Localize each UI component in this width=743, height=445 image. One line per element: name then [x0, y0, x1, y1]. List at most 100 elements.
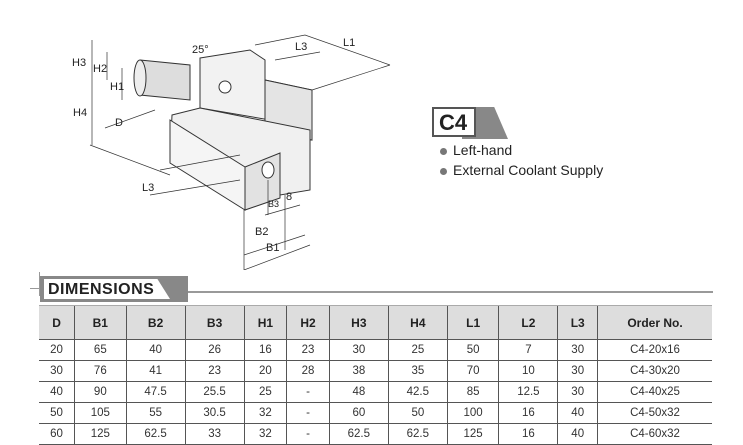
table-cell: 40 [39, 381, 75, 403]
table-cell: 16 [498, 423, 558, 445]
feature-item: Left-hand [440, 142, 512, 158]
divider [30, 288, 40, 289]
product-code: C4 [432, 107, 476, 137]
bullet-icon [440, 147, 447, 155]
table-cell: 42.5 [387, 381, 448, 403]
label-angle: 25° [192, 44, 209, 56]
table-cell: 65 [74, 339, 127, 361]
table-cell: - [286, 423, 330, 445]
table-cell: 10 [498, 360, 558, 382]
label-b2: B2 [255, 226, 268, 238]
table-cell: 105 [74, 402, 127, 424]
table-cell: 16 [243, 339, 287, 361]
divider [39, 272, 40, 296]
table-cell: 50 [446, 339, 499, 361]
table-cell: 33 [184, 423, 245, 445]
table-cell: 30 [557, 381, 598, 403]
table-cell: 12.5 [498, 381, 558, 403]
table-cell: 26 [184, 339, 245, 361]
label-b1: B1 [266, 242, 279, 254]
table-cell: 38 [328, 360, 389, 382]
column-header: H2 [286, 305, 330, 340]
table-cell: 62.5 [328, 423, 389, 445]
column-header: H3 [328, 305, 389, 340]
table-cell: 41 [125, 360, 186, 382]
column-header: H1 [243, 305, 287, 340]
column-header: L1 [446, 305, 499, 340]
label-d: D [115, 117, 123, 129]
table-cell: 70 [446, 360, 499, 382]
table-cell: 32 [243, 423, 287, 445]
table-cell: 25.5 [184, 381, 245, 403]
bullet-icon [440, 167, 447, 175]
label-8: 8 [286, 191, 292, 203]
table-cell: 16 [498, 402, 558, 424]
table-cell: C4-40x25 [597, 381, 712, 403]
label-h3: H3 [72, 57, 86, 69]
table-cell: 76 [74, 360, 127, 382]
product-code-badge: C4 [432, 107, 508, 139]
table-cell: 30.5 [184, 402, 245, 424]
column-header: B2 [125, 305, 186, 340]
table-cell: 62.5 [125, 423, 186, 445]
table-cell: 23 [286, 339, 330, 361]
table-cell: 48 [328, 381, 389, 403]
label-h2: H2 [93, 63, 107, 75]
table-cell: 50 [39, 402, 75, 424]
feature-text: External Coolant Supply [453, 162, 604, 178]
table-cell: 20 [39, 339, 75, 361]
label-h1: H1 [110, 81, 124, 93]
table-cell: 100 [446, 402, 499, 424]
table-cell: 25 [243, 381, 287, 403]
table-cell: 60 [328, 402, 389, 424]
feature-item: External Coolant Supply [440, 162, 603, 178]
table-cell: 125 [74, 423, 127, 445]
table-cell: C4-50x32 [597, 402, 712, 424]
table-cell: 62.5 [387, 423, 448, 445]
table-cell: 20 [243, 360, 287, 382]
column-header: L3 [557, 305, 598, 340]
table-cell: 23 [184, 360, 245, 382]
column-header: D [39, 305, 75, 340]
column-header: B3 [184, 305, 245, 340]
table-cell: - [286, 381, 330, 403]
table-cell: C4-20x16 [597, 339, 712, 361]
table-cell: 40 [125, 339, 186, 361]
table-cell: 60 [39, 423, 75, 445]
table-cell: 47.5 [125, 381, 186, 403]
table-cell: 125 [446, 423, 499, 445]
table-cell: - [286, 402, 330, 424]
dimensions-title: DIMENSIONS [44, 279, 170, 299]
column-header: L2 [498, 305, 558, 340]
column-header: Order No. [597, 305, 712, 340]
table-cell: 90 [74, 381, 127, 403]
table-cell: 30 [557, 360, 598, 382]
column-header: B1 [74, 305, 127, 340]
table-cell: 28 [286, 360, 330, 382]
table-cell: 40 [557, 423, 598, 445]
table-cell: 55 [125, 402, 186, 424]
table-cell: 30 [39, 360, 75, 382]
table-cell: C4-60x32 [597, 423, 712, 445]
divider [188, 291, 713, 293]
table-cell: 25 [387, 339, 448, 361]
label-h4: H4 [73, 107, 87, 119]
column-header: H4 [387, 305, 448, 340]
table-cell: 30 [557, 339, 598, 361]
table-cell: 40 [557, 402, 598, 424]
table-cell: 35 [387, 360, 448, 382]
label-l3-top: L3 [295, 41, 307, 53]
table-cell: 50 [387, 402, 448, 424]
label-l1: L1 [343, 37, 355, 49]
feature-text: Left-hand [453, 142, 513, 158]
tool-holder-drawing: H3 H2 H1 H4 D 25° L3 L1 L3 B3 8 B2 B1 [72, 34, 391, 270]
table-cell: 30 [328, 339, 389, 361]
table-cell: 32 [243, 402, 287, 424]
